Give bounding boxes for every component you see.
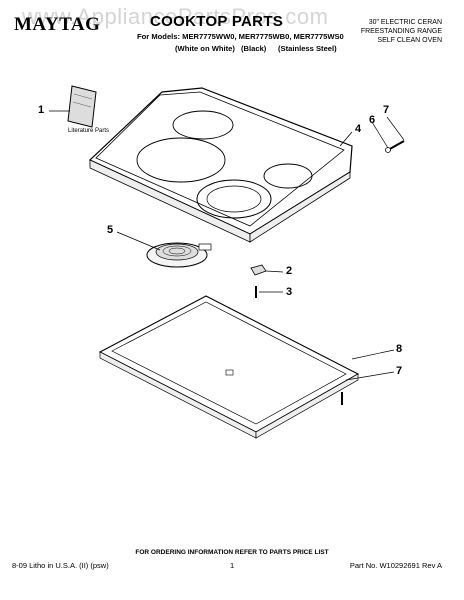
bracket-part-2 bbox=[250, 264, 267, 276]
description-line-1: 30" ELECTRIC CERAN bbox=[368, 19, 442, 26]
leader-line-4 bbox=[339, 131, 353, 147]
callout-1: 1 bbox=[38, 104, 45, 116]
callout-6: 6 bbox=[369, 114, 376, 126]
callout-7-top: 7 bbox=[383, 104, 390, 116]
callout-4: 4 bbox=[355, 123, 362, 135]
page-title: COOKTOP PARTS bbox=[150, 13, 284, 30]
leader-line-8 bbox=[351, 349, 395, 360]
literature-booklet bbox=[67, 85, 97, 128]
leader-line-5 bbox=[116, 231, 161, 251]
models-line: For Models: MER7775WW0, MER7775WB0, MER7… bbox=[137, 32, 344, 41]
cooktop-glass bbox=[88, 87, 353, 243]
variant-black: (Black) bbox=[241, 44, 267, 53]
callout-5: 5 bbox=[107, 224, 114, 236]
callout-3: 3 bbox=[286, 286, 293, 298]
callout-2: 2 bbox=[286, 265, 293, 277]
callout-8: 8 bbox=[396, 343, 403, 355]
variant-white: (White on White) bbox=[175, 44, 235, 53]
description-line-2: FREESTANDING RANGE bbox=[360, 28, 442, 35]
callout-7-bottom: 7 bbox=[396, 365, 403, 377]
support-tray bbox=[98, 295, 360, 439]
brand-logo: MAYTAG bbox=[14, 14, 101, 35]
description-line-3: SELF CLEAN OVEN bbox=[377, 37, 442, 44]
leader-line-6 bbox=[371, 121, 389, 149]
literature-label: Literature Parts bbox=[68, 128, 110, 134]
screw-part-6 bbox=[385, 140, 405, 153]
leader-line-7a bbox=[386, 116, 405, 141]
leader-line-2 bbox=[265, 270, 284, 273]
variant-stainless: (Stainless Steel) bbox=[278, 44, 337, 53]
ordering-note: FOR ORDERING INFORMATION REFER TO PARTS … bbox=[135, 549, 329, 556]
leader-line-7b bbox=[345, 371, 395, 381]
footer-litho: 8-09 Litho in U.S.A. (II) (psw) bbox=[12, 561, 109, 570]
heating-element bbox=[146, 242, 212, 268]
watermark: www.AppliancePartsPros.com bbox=[22, 4, 329, 29]
footer-part-number: Part No. W10292691 Rev A bbox=[349, 561, 442, 570]
footer-page-number: 1 bbox=[230, 561, 235, 570]
